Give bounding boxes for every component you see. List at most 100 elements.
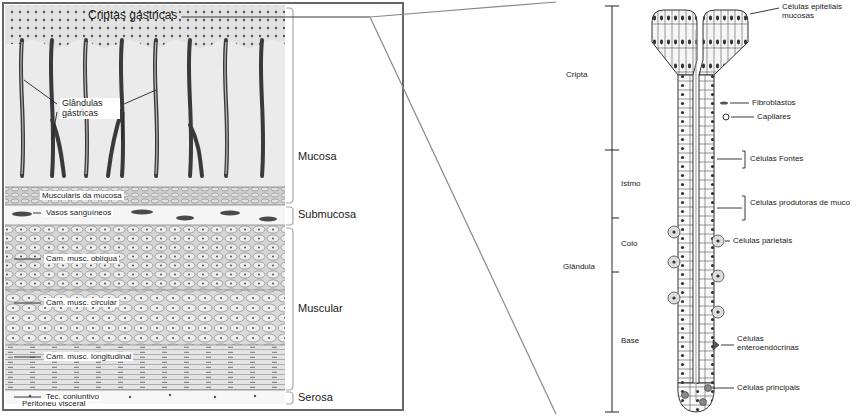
cell-label: Células epiteliais mucosas [782, 2, 862, 20]
capillary [723, 114, 729, 120]
nucleus [716, 239, 719, 242]
layer-border [5, 290, 285, 291]
gland-tube [225, 40, 227, 176]
parietal-cell [668, 292, 680, 304]
region-label: Glândula [563, 262, 595, 271]
leader-line [14, 357, 41, 358]
chief-cell [705, 385, 712, 392]
sublayer-label: Cam. musc. circular [44, 298, 119, 307]
layer-border [5, 205, 285, 206]
layer-border [5, 187, 285, 188]
nucleus [169, 394, 171, 396]
panel-frame [3, 3, 403, 410]
leader-line [750, 8, 779, 14]
nucleus [672, 260, 675, 263]
structure-label: Glândulas gástricas [60, 98, 120, 119]
gland-lumen [21, 42, 227, 174]
gland-tube [155, 40, 157, 176]
leader-line [717, 208, 742, 209]
cell-nuclei [672, 230, 719, 313]
leader-line [124, 90, 156, 104]
nucleus [716, 310, 719, 313]
leader-line [712, 388, 734, 389]
zoom-line [370, 2, 556, 17]
blood-vessel [259, 217, 277, 222]
layer-label: Mucosa [298, 150, 337, 163]
layer-border [5, 345, 285, 346]
leader-line [14, 303, 41, 304]
leader-line [33, 213, 41, 214]
longitudinal-muscle-layer [5, 345, 285, 390]
leader-line [14, 397, 41, 398]
muscularis-mucosa-layer [5, 187, 285, 205]
nucleus [716, 274, 719, 277]
axis-tick [605, 150, 619, 151]
cell-label: Células enteroendócrinas [737, 334, 817, 352]
axis-tick [605, 6, 619, 7]
parietal-cell [712, 270, 724, 282]
leader-line [181, 17, 370, 18]
nucleus [672, 230, 675, 233]
axis-tick [612, 272, 619, 273]
blood-vessel [176, 216, 194, 221]
region-label: Istmo [621, 179, 641, 188]
gastric-glands [21, 40, 263, 176]
cell-label: Fibroblastos [752, 98, 796, 107]
bracket [742, 151, 745, 168]
wall-layers [5, 5, 285, 404]
cell-label: Células Fontes [750, 154, 803, 163]
bracket [286, 8, 293, 203]
structure-label: Muscularis da mucosa [40, 191, 124, 200]
bracket [742, 196, 745, 220]
gland-tube [189, 40, 202, 176]
leader-line [730, 103, 749, 104]
axis-tick [605, 412, 619, 413]
leader-line [14, 259, 41, 260]
structure-label: Vasos sanguíneos [44, 208, 113, 217]
parietal-cell [712, 235, 724, 247]
blood-vessel [220, 210, 240, 215]
crypt-lobe [699, 10, 748, 75]
chief-cell [682, 392, 689, 399]
crypt-surface [5, 5, 285, 48]
structure-label: Peritoneu visceral [20, 399, 88, 408]
sublayer-label: Cam. musc. oblíqua [44, 254, 119, 263]
gastric-gland [652, 10, 748, 412]
cell-label: Células produtoras de muco [750, 198, 854, 207]
region-label: Colo [621, 239, 637, 248]
gland-lumen [225, 42, 227, 174]
axis-tick [612, 218, 619, 219]
structure-label: Criptas gástricas [88, 9, 177, 23]
gland-lumen [155, 42, 157, 174]
chief-cells [682, 385, 712, 406]
axis-line [612, 6, 613, 412]
bracket [286, 207, 293, 225]
cell-label: Capilares [757, 112, 791, 121]
leader-line [24, 80, 57, 104]
leader-line [731, 117, 754, 118]
chief-cell [700, 399, 707, 406]
blood-vessel [12, 211, 32, 216]
gland-wall [678, 75, 693, 383]
parietal-cell [712, 306, 724, 318]
nucleus [214, 396, 216, 398]
nucleus [254, 395, 256, 397]
fibroblast [720, 101, 728, 104]
layer-label: Submucosa [298, 208, 356, 221]
layer-border [5, 225, 285, 226]
bracket [286, 392, 293, 404]
zoom-line [370, 17, 556, 414]
sublayer-label: Cam. musc. longitudinal [44, 352, 133, 361]
gland-lumen [21, 42, 23, 174]
leader-line [52, 112, 57, 140]
circular-muscle-layer [5, 290, 285, 345]
parietal-cell [668, 226, 680, 238]
leader-lines [14, 17, 370, 397]
zoom-lines [370, 2, 556, 414]
layer-borders [5, 187, 285, 390]
cell-label: Células parietais [733, 236, 792, 245]
region-label: Cripta [566, 70, 587, 79]
region-axis [605, 6, 619, 412]
parietal-cells [668, 226, 724, 318]
